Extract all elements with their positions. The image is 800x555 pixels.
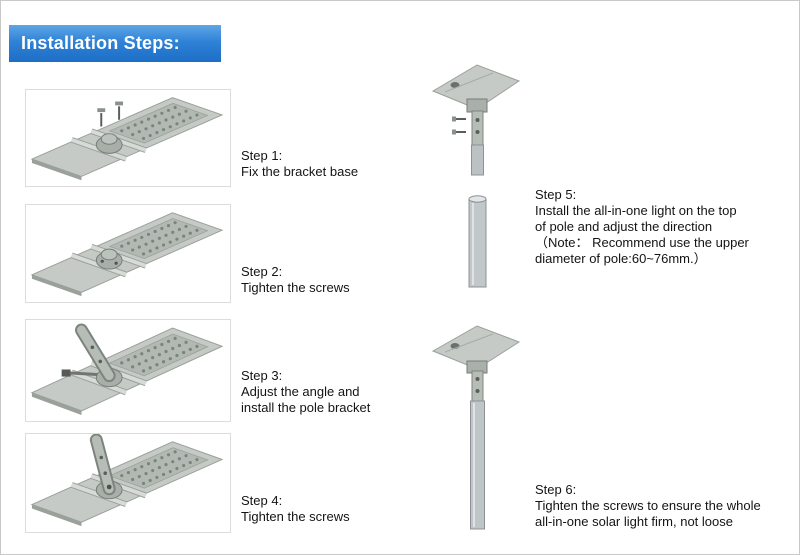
step6-description: Tighten the screws to ensure the whole a… [535,498,761,529]
step6-text: Step 6: Tighten the screws to ensure the… [535,482,797,530]
light-underside [431,64,521,110]
step4-image [25,433,231,533]
step3-illustration [26,323,230,421]
step4-description: Tighten the screws [241,509,350,524]
page-title: Installation Steps: [21,33,180,53]
step5-label: Step 5: [535,187,577,202]
step4-label: Step 4: [241,493,283,508]
title-banner: Installation Steps: [9,25,221,62]
step3-image [25,319,231,422]
pole-bracket [466,360,488,402]
pole-bracket [466,98,488,146]
step1-description: Fix the bracket base [241,164,359,179]
step3-label: Step 3: [241,368,283,383]
pole-top-section [468,195,487,288]
pole [470,400,485,530]
step2-text: Step 2: Tighten the screws [241,264,350,296]
solar-light-body [32,98,222,181]
solar-light-body [32,328,222,415]
step6-image [431,321,521,533]
pole-stub [471,144,484,176]
adjust-bolt [61,369,98,377]
solar-light-body [32,213,222,296]
step2-label: Step 2: [241,264,283,279]
step1-image [25,89,231,187]
bracket-base [95,133,123,154]
bracket-base [95,248,123,270]
pole-bracket-arm [75,323,116,383]
step5-description: Install the all-in-one light on the top … [535,203,749,266]
step1-text: Step 1: Fix the bracket base [241,148,358,180]
screws [452,116,466,135]
step1-illustration [26,90,230,186]
step5-image [431,61,521,293]
step2-image [25,204,231,303]
step1-label: Step 1: [241,148,283,163]
step4-illustration [26,434,230,532]
step5-illustration [431,64,521,288]
screws [97,101,124,127]
step2-description: Tighten the screws [241,280,350,295]
step6-illustration [431,325,521,530]
step3-text: Step 3: Adjust the angle and install the… [241,368,370,416]
pole-bracket-arm [89,434,116,496]
step5-text: Step 5: Install the all-in-one light on … [535,187,790,267]
step6-label: Step 6: [535,482,577,497]
solar-light-body [32,442,222,526]
step2-illustration [26,205,230,302]
step4-text: Step 4: Tighten the screws [241,493,350,525]
light-underside [431,325,521,370]
step3-description: Adjust the angle and install the pole br… [241,384,371,415]
